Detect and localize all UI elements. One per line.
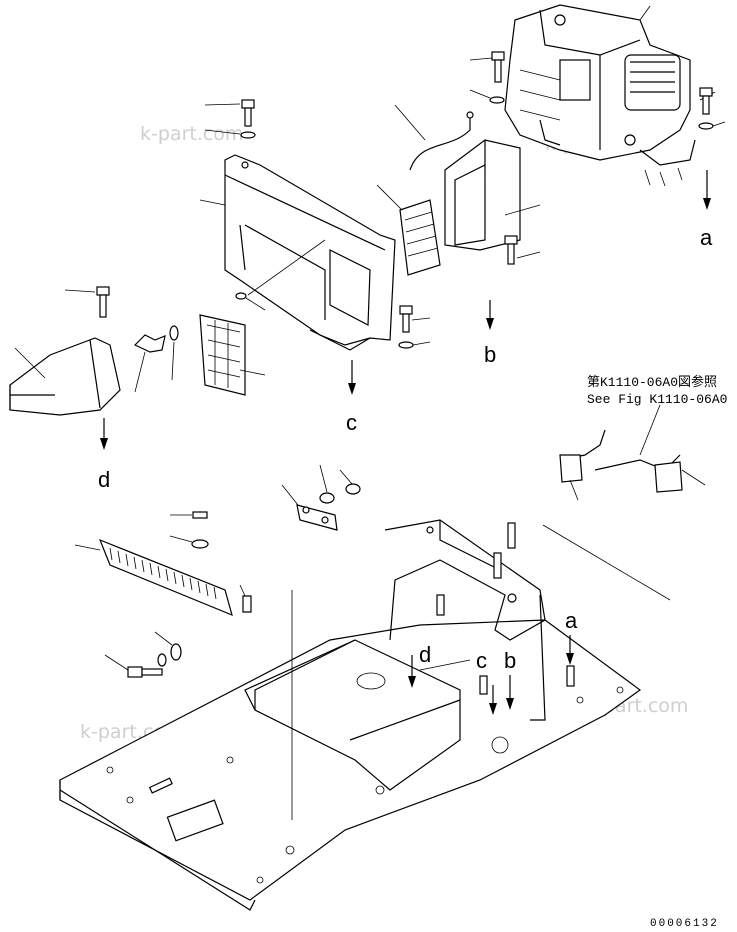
air-filter: [376, 184, 441, 276]
lower-grille: [74, 538, 233, 617]
label-d-bottom: d: [419, 642, 431, 667]
arrow-c-bottom: c: [476, 648, 497, 715]
bolt-lower: [104, 631, 182, 678]
arrow-d-top: d: [98, 418, 110, 492]
floor-plate: [59, 619, 642, 911]
bolt-cover-top: [204, 99, 255, 127]
air-duct-left: [9, 337, 121, 416]
drawing-number: 00006132: [650, 918, 719, 930]
label-d-top: d: [98, 467, 110, 492]
cab-frame: [244, 519, 575, 791]
arrow-a-top: a: [700, 170, 713, 250]
reference-note-jp: 第K1110-06A0図参照: [587, 374, 717, 390]
clip-lower: [239, 584, 252, 613]
harness-bracket: [559, 429, 706, 501]
arrow-c-top: c: [346, 360, 357, 435]
grille-panel: [199, 314, 266, 396]
label-c-bottom: c: [476, 648, 487, 673]
washer-lower: [169, 535, 209, 549]
screw-lower: [170, 511, 208, 519]
washer-top-right-1: [469, 89, 505, 104]
arrow-d-bottom: d: [408, 642, 431, 688]
label-b-top: b: [484, 342, 496, 367]
watermark-1: k-part.com: [140, 123, 243, 145]
bolt-cover-right: [399, 305, 431, 333]
washer-small: [235, 292, 266, 311]
reference-note-en: See Fig K1110-06A0: [587, 392, 727, 407]
bolt-left-duct: [64, 286, 110, 318]
label-b-bottom: b: [504, 648, 516, 673]
bolt-top-right-1: [469, 51, 505, 83]
wing-screw: [133, 334, 166, 393]
label-a-bottom: a: [565, 608, 578, 633]
air-conditioner-unit: [504, 4, 716, 187]
label-a-top: a: [700, 225, 713, 250]
bracket-plate: [281, 484, 338, 531]
label-c-top: c: [346, 410, 357, 435]
washer-cover-right: [398, 341, 431, 349]
bolt-duct: [504, 235, 541, 265]
arrow-b-top: b: [484, 300, 496, 367]
washer-cover-top: [204, 129, 256, 139]
bolt-top-right-2: [699, 87, 713, 115]
washer-wing: [169, 325, 179, 381]
arrow-b-bottom: b: [504, 648, 516, 710]
arrow-a-bottom: a: [565, 608, 578, 665]
rubber-grommets: [319, 464, 361, 504]
cover-panel: [199, 154, 396, 351]
washer-top-right-2: [698, 121, 726, 130]
air-duct-upper: [444, 139, 541, 251]
